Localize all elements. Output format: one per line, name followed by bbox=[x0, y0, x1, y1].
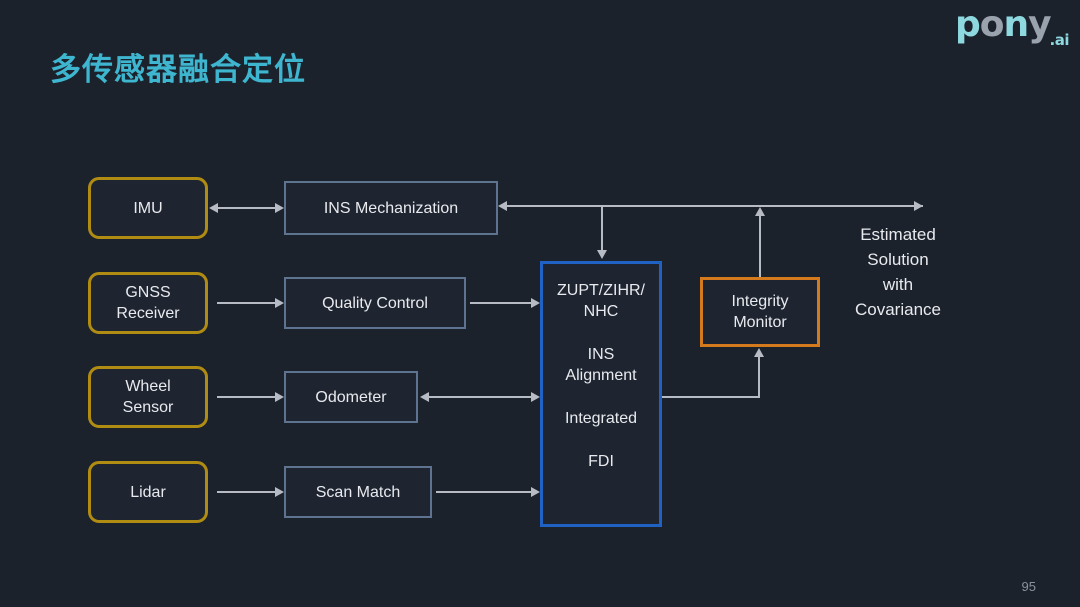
logo-letter-o: o bbox=[979, 4, 1005, 45]
sensor-box-wheel-sensor[interactable]: Wheel Sensor bbox=[88, 366, 208, 428]
connector-fusion-to-monitor-vertical bbox=[758, 356, 760, 398]
connector-qc-to-fusion bbox=[470, 302, 532, 304]
connector-scanmatch-to-fusion bbox=[436, 491, 532, 493]
connector-odometer-fusion bbox=[428, 396, 532, 398]
output-label-estimated-solution: Estimated Solution with Covariance bbox=[855, 225, 941, 319]
connector-imu-ins bbox=[217, 207, 275, 209]
arrowhead-ins-in bbox=[275, 203, 284, 213]
process-box-quality-control[interactable]: Quality Control bbox=[284, 277, 466, 329]
connector-monitor-to-bus bbox=[759, 215, 761, 277]
logo-letter-p: p bbox=[955, 4, 981, 45]
pony-ai-logo: pony .ai bbox=[955, 4, 1070, 50]
sensor-box-imu[interactable]: IMU bbox=[88, 177, 208, 239]
arrowhead-fusion-odometer-in bbox=[531, 392, 540, 402]
connector-top-bus bbox=[506, 205, 923, 207]
sensor-box-lidar[interactable]: Lidar bbox=[88, 461, 208, 523]
arrowhead-qc-in bbox=[275, 298, 284, 308]
connector-gnss-to-qc bbox=[217, 302, 275, 304]
connector-bus-to-fusion bbox=[601, 206, 603, 251]
arrowhead-scanmatch-in bbox=[275, 487, 284, 497]
arrowhead-odometer-back-in bbox=[420, 392, 429, 402]
fusion-line-integrated: Integrated bbox=[564, 410, 638, 427]
arrowhead-top-bus-into-ins bbox=[498, 201, 507, 211]
sensor-box-gnss-receiver[interactable]: GNSS Receiver bbox=[88, 272, 208, 334]
connector-wheel-to-odometer bbox=[217, 396, 275, 398]
logo-letter-n: n bbox=[1003, 4, 1030, 45]
logo-suffix-ai: .ai bbox=[1049, 31, 1070, 49]
fusion-line-zupt-zihr-nhc: ZUPT/ZIHR/ NHC bbox=[557, 282, 645, 320]
arrowhead-fusion-top-in bbox=[597, 250, 607, 259]
logo-letter-y: y bbox=[1028, 4, 1051, 45]
fusion-line-fdi: FDI bbox=[588, 453, 614, 470]
arrowhead-odometer-in bbox=[275, 392, 284, 402]
process-box-odometer[interactable]: Odometer bbox=[284, 371, 418, 423]
connector-lidar-to-scanmatch bbox=[217, 491, 275, 493]
arrowhead-monitor-bottom-in bbox=[754, 348, 764, 357]
integrity-monitor-box[interactable]: Integrity Monitor bbox=[700, 277, 820, 347]
arrowhead-fusion-scanmatch-in bbox=[531, 487, 540, 497]
arrowhead-monitor-up bbox=[755, 207, 765, 216]
process-box-ins-mechanization[interactable]: INS Mechanization bbox=[284, 181, 498, 235]
fusion-engine-box[interactable]: ZUPT/ZIHR/ NHC INS Alignment Integrated … bbox=[540, 261, 662, 527]
page-title: 多传感器融合定位 bbox=[50, 52, 306, 88]
logo-wordmark: pony bbox=[955, 4, 1052, 45]
arrowhead-fusion-qc-in bbox=[531, 298, 540, 308]
process-box-scan-match[interactable]: Scan Match bbox=[284, 466, 432, 518]
page-number: 95 bbox=[1021, 579, 1036, 594]
fusion-line-ins-alignment: INS Alignment bbox=[565, 346, 637, 384]
arrowhead-top-bus-output bbox=[914, 201, 923, 211]
connector-fusion-to-monitor-horizontal bbox=[662, 396, 760, 398]
arrowhead-imu-in bbox=[209, 203, 218, 213]
